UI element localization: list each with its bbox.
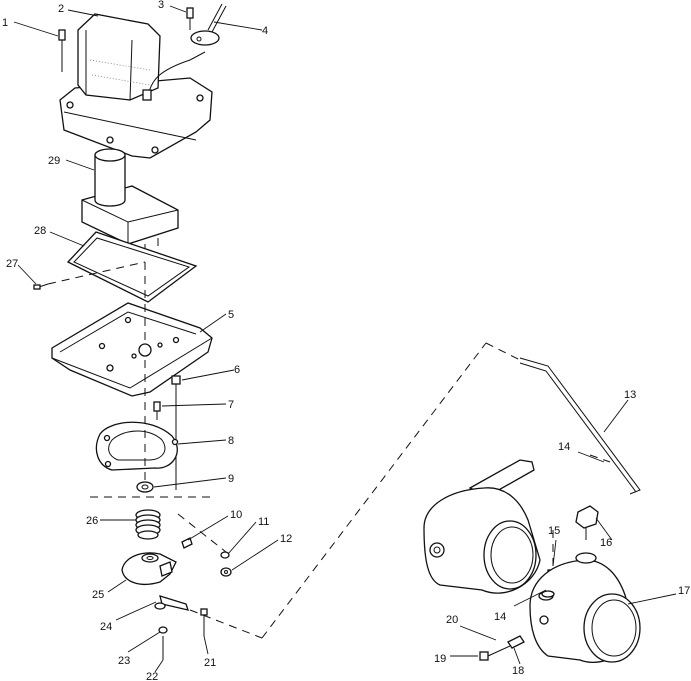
callout-27: 27 xyxy=(6,258,18,270)
screw xyxy=(153,401,161,420)
callout-15: 15 xyxy=(548,525,560,537)
callout-16: 16 xyxy=(600,537,612,549)
washer xyxy=(220,551,230,559)
callout-7: 7 xyxy=(228,399,234,411)
callout-26: 26 xyxy=(86,515,98,527)
rod-connector xyxy=(575,505,599,540)
callout-29: 29 xyxy=(48,155,60,167)
assembly-lines xyxy=(47,261,611,639)
callout-22: 22 xyxy=(146,671,158,681)
clip xyxy=(181,537,193,549)
callout-19: 19 xyxy=(434,653,446,665)
spring xyxy=(135,509,161,540)
bracket xyxy=(95,421,179,471)
bushing xyxy=(541,590,555,598)
callout-11: 11 xyxy=(258,516,269,528)
callout-5: 5 xyxy=(228,309,234,321)
callout-13: 13 xyxy=(624,389,636,401)
callout-28: 28 xyxy=(34,225,46,237)
cover xyxy=(59,13,213,159)
callout-23: 23 xyxy=(118,655,130,667)
steering-nozzle xyxy=(529,552,641,663)
base-plate xyxy=(51,302,213,397)
mount-block xyxy=(81,148,179,262)
leader-lines xyxy=(13,5,677,673)
callout-12: 12 xyxy=(280,533,292,545)
nut xyxy=(220,567,232,577)
cable-plate xyxy=(190,3,227,46)
callout-8: 8 xyxy=(228,435,234,447)
callout-1: 1 xyxy=(2,17,8,29)
callout-24: 24 xyxy=(100,621,112,633)
callout-14-lower: 14 xyxy=(494,611,506,623)
bolt xyxy=(479,645,511,661)
callout-14-upper: 14 xyxy=(558,441,570,453)
steering-nozzle xyxy=(423,459,541,594)
screw xyxy=(58,29,66,72)
callout-6: 6 xyxy=(234,364,240,376)
callout-25: 25 xyxy=(92,589,104,601)
callout-20: 20 xyxy=(446,614,458,626)
callout-2: 2 xyxy=(58,3,64,15)
callout-18: 18 xyxy=(512,665,524,677)
callout-21: 21 xyxy=(204,657,216,669)
link-arm xyxy=(154,595,189,611)
washer xyxy=(158,626,168,634)
lever xyxy=(121,552,177,585)
sleeve xyxy=(507,635,525,649)
pin xyxy=(33,283,49,290)
control-rod xyxy=(519,357,641,495)
bolt xyxy=(200,608,208,636)
callout-17: 17 xyxy=(678,585,690,597)
gasket xyxy=(66,231,198,303)
callout-9: 9 xyxy=(228,473,234,485)
bolt xyxy=(171,375,181,490)
nut xyxy=(136,481,154,493)
callout-3: 3 xyxy=(158,0,164,11)
callout-4: 4 xyxy=(262,25,268,37)
callout-10: 10 xyxy=(230,509,242,521)
screw xyxy=(186,7,194,30)
